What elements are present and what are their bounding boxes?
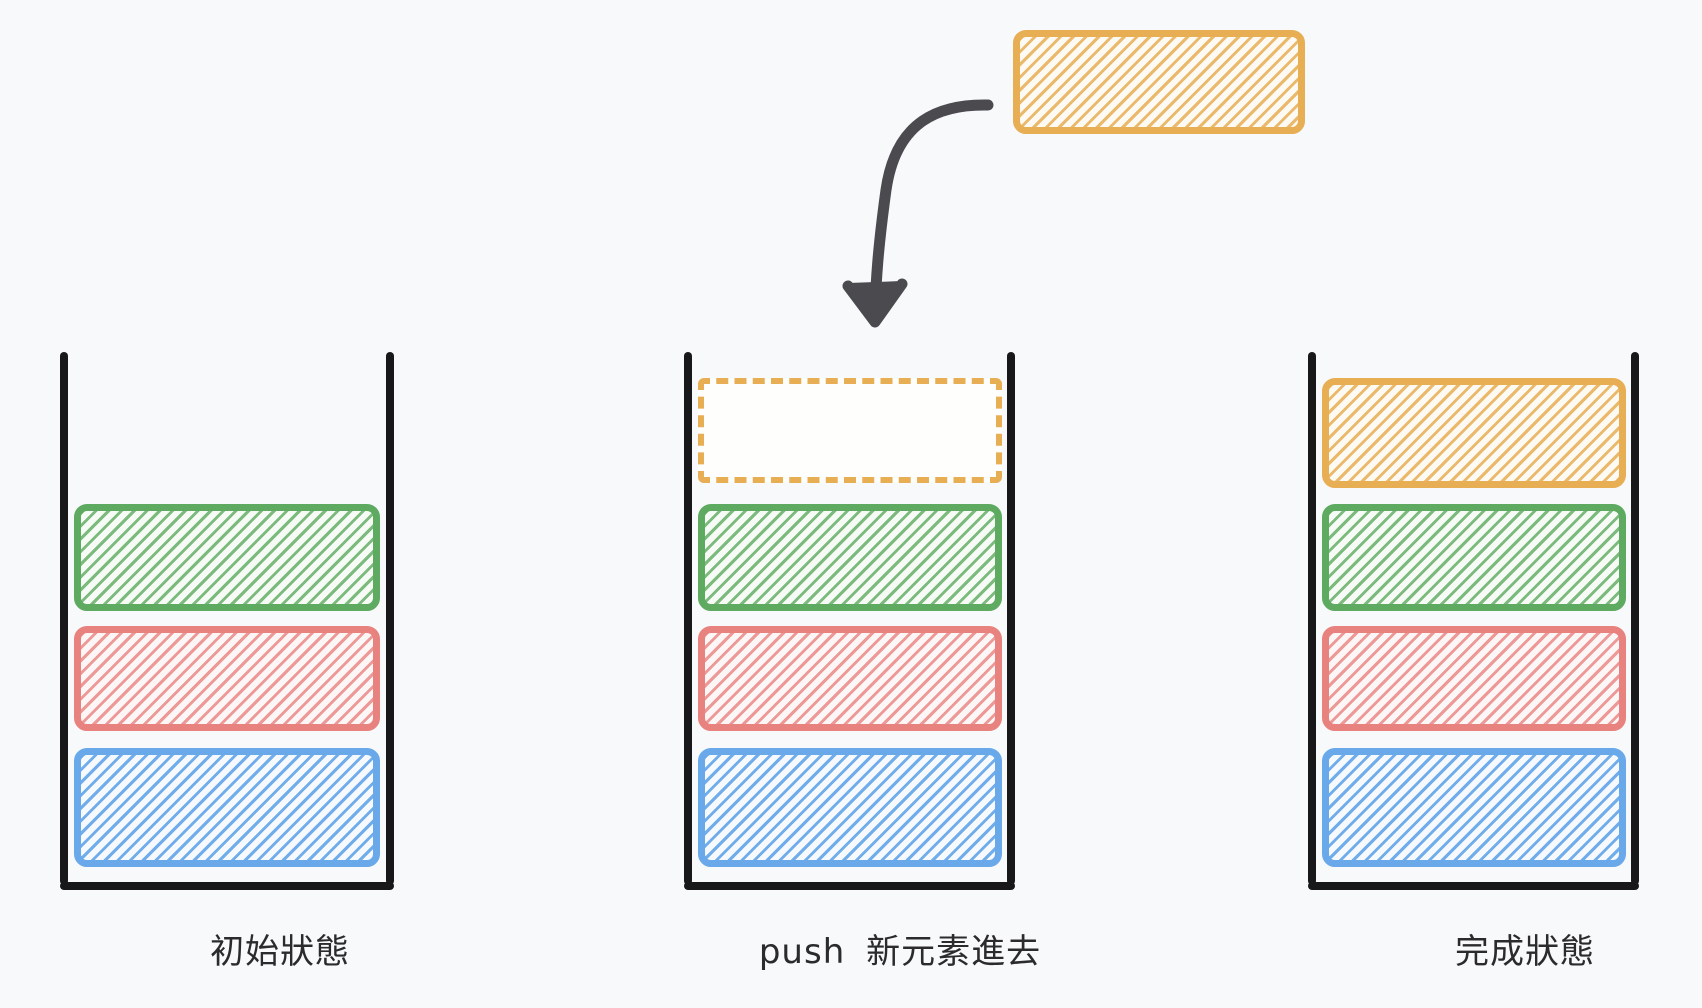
stack-floor <box>60 882 394 890</box>
panel-caption-spacer <box>845 933 866 971</box>
stack-wall-right <box>386 352 394 885</box>
stack-container-done <box>1308 352 1639 890</box>
panel-caption-pushing: push 新元素進去 <box>620 930 1180 974</box>
push-arrow-icon <box>842 99 994 328</box>
stack-cell-green[interactable] <box>698 504 1002 611</box>
stack-cell-red[interactable] <box>698 626 1002 731</box>
stack-cell-green[interactable] <box>74 504 380 611</box>
stack-wall-left <box>1308 352 1316 885</box>
stack-cell-blue[interactable] <box>1322 748 1626 867</box>
stack-panel-done: 完成狀態 <box>1245 0 1702 1008</box>
panel-caption-push-text: 新元素進去 <box>866 933 1042 971</box>
stack-container-pushing <box>684 352 1015 890</box>
floating-element-orange[interactable] <box>1013 30 1305 134</box>
stack-wall-left <box>684 352 692 885</box>
stack-cell-orange[interactable] <box>1322 378 1626 488</box>
stack-wall-left <box>60 352 68 885</box>
stack-cell-red[interactable] <box>74 626 380 731</box>
stack-panel-initial: 初始狀態 <box>0 0 560 1008</box>
stack-cell-blue[interactable] <box>698 748 1002 867</box>
stack-wall-right <box>1631 352 1639 885</box>
panel-caption-initial: 初始狀態 <box>210 933 350 971</box>
stack-panel-pushing: push 新元素進去 <box>620 0 1180 1008</box>
stack-cell-red[interactable] <box>1322 626 1626 731</box>
stack-floor <box>684 882 1015 890</box>
stack-floor <box>1308 882 1639 890</box>
stack-wall-right <box>1007 352 1015 885</box>
stack-container-initial <box>60 352 394 890</box>
stack-slot-placeholder[interactable] <box>698 378 1002 483</box>
panel-caption-push-keyword: push <box>758 932 846 972</box>
panel-caption-done: 完成狀態 <box>1455 933 1595 971</box>
stack-cell-blue[interactable] <box>74 748 380 867</box>
stack-cell-green[interactable] <box>1322 504 1626 611</box>
